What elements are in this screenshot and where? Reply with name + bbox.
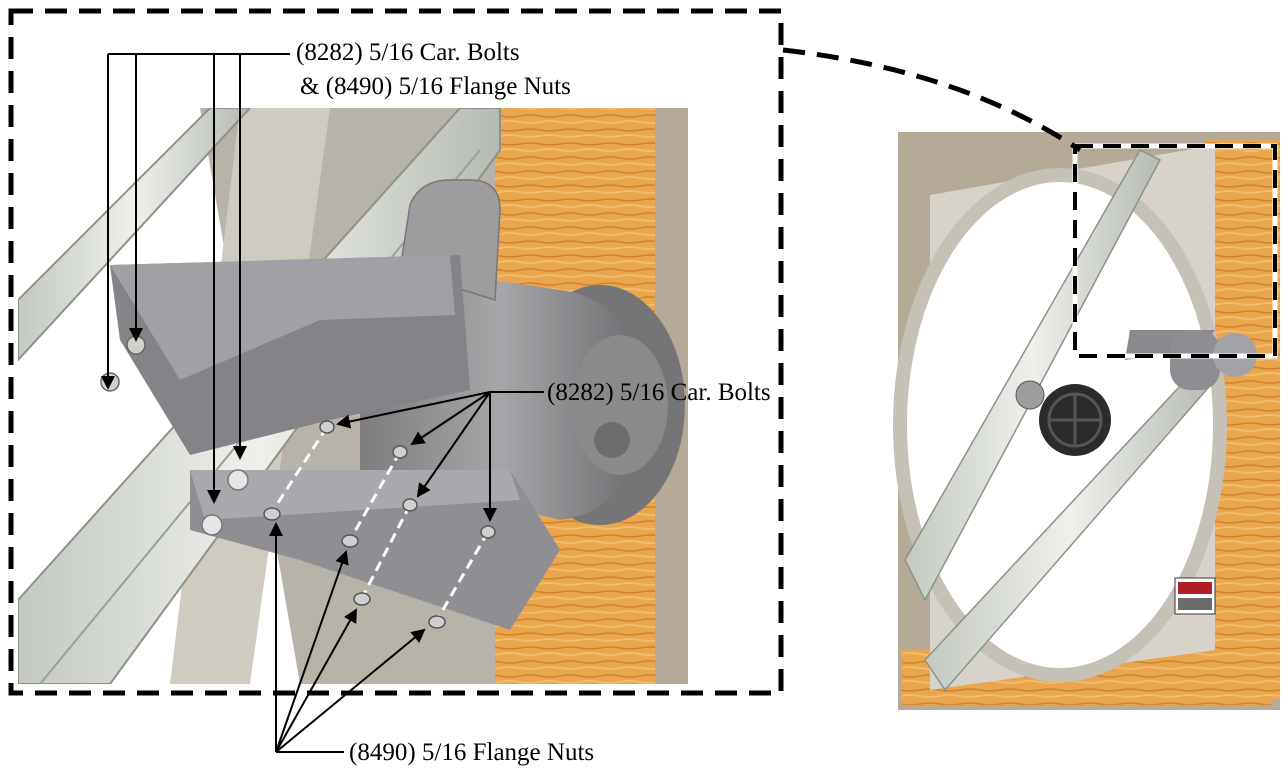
flange-nut <box>341 534 359 548</box>
bracket-washer <box>227 469 249 491</box>
bracket-washer <box>201 514 223 536</box>
callout-bottom: (8490) 5/16 Flange Nuts <box>349 739 594 766</box>
overview-highlight-frame <box>1073 144 1277 358</box>
carriage-bolt <box>480 525 496 539</box>
top-callout-leader <box>101 53 290 504</box>
bottom-callout-leader <box>269 522 426 753</box>
overview-fan <box>893 132 1280 710</box>
zoom-connector <box>782 47 1082 153</box>
zoom-detail <box>18 108 688 684</box>
overview-motor <box>1170 330 1220 390</box>
flange-nut <box>428 615 446 629</box>
left-rail <box>18 108 252 362</box>
flange-nut <box>353 592 371 606</box>
middle-callout-leader <box>336 391 544 522</box>
carriage-bolt <box>402 498 418 512</box>
rail-bolt <box>100 372 120 392</box>
overview-rail <box>904 149 1162 602</box>
callout-top-line1: (8282) 5/16 Car. Bolts <box>296 39 520 66</box>
callout-top-line2: & (8490) 5/16 Flange Nuts <box>300 73 571 100</box>
carriage-bolt <box>319 420 335 434</box>
flange-nut <box>263 507 281 521</box>
carriage-bolt <box>392 445 408 459</box>
zoom-frame <box>8 8 784 696</box>
callout-middle: (8282) 5/16 Car. Bolts <box>547 379 771 406</box>
